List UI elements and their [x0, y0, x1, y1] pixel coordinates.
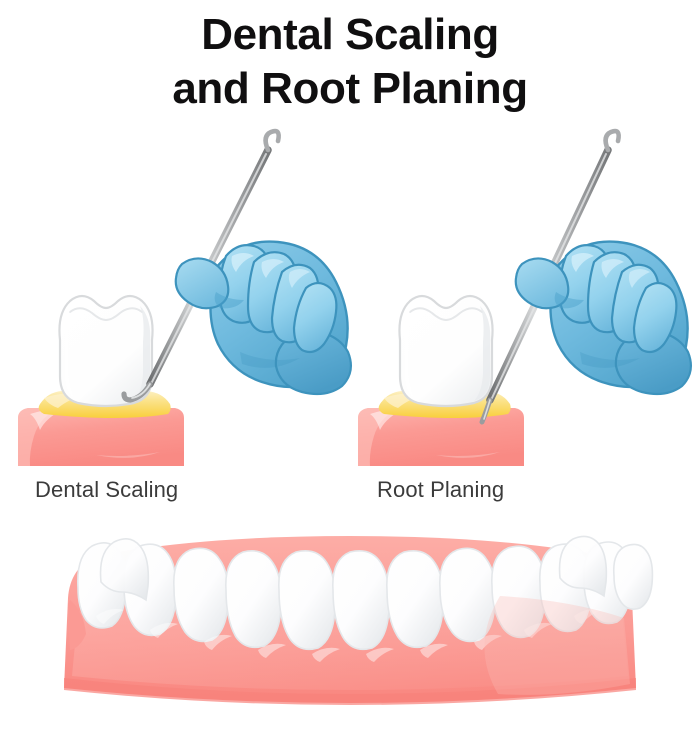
arch-gum-highlights [96, 608, 602, 662]
arch-tooth [558, 535, 608, 598]
tooth-molar-right [398, 294, 494, 408]
arch-tooth [99, 538, 150, 602]
panel-dental-scaling [18, 128, 353, 466]
gloved-hand-right [514, 240, 693, 396]
caption-root-planing: Root Planing [377, 477, 505, 502]
arch-tooth [332, 550, 391, 651]
arch-tooth [173, 547, 230, 643]
arch-gum-scallops [68, 600, 86, 650]
caption-dental-scaling: Dental Scaling [35, 477, 179, 502]
arch-tooth [278, 550, 337, 651]
panel-root-planing [358, 128, 693, 466]
lower-dental-arch [64, 535, 654, 705]
tooth-molar-left [58, 294, 154, 408]
arch-tooth [612, 543, 654, 610]
arch-teeth [76, 535, 654, 651]
arch-tooth [225, 550, 283, 649]
gloved-hand-left [174, 240, 353, 396]
arch-tooth [386, 550, 445, 649]
gum-block-left [18, 408, 184, 466]
